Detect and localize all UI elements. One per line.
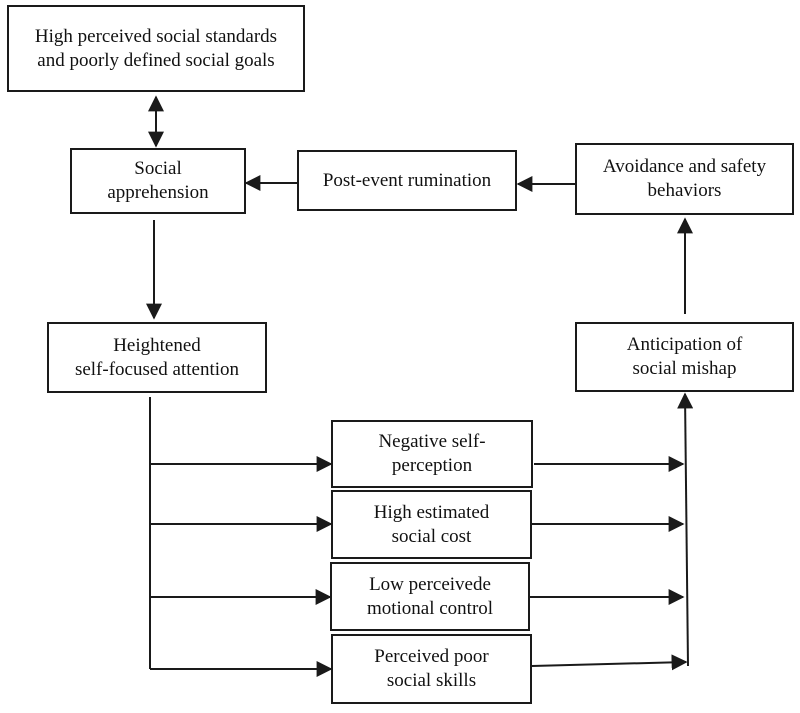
node-social-skills-label: Perceived poor social skills — [374, 646, 489, 691]
node-social-skills: Perceived poor social skills — [331, 634, 532, 704]
node-rumination: Post-event rumination — [297, 150, 517, 211]
node-rumination-label: Post-event rumination — [322, 169, 492, 191]
node-self-perception: Negative self- perception — [331, 420, 533, 488]
node-anticipation: Anticipation of social mishap — [575, 322, 794, 392]
node-emotional-control-label: Low perceivede motional control — [366, 573, 494, 619]
node-attention: Heightened self-focused attention — [47, 322, 267, 393]
node-emotional-control: Low perceivede motional control — [330, 562, 530, 631]
node-standards: High perceived social standards and poor… — [7, 5, 305, 92]
node-social-cost: High estimated social cost — [331, 490, 532, 559]
node-anticipation-label: Anticipation of social mishap — [626, 334, 743, 379]
arrow-social-skills-trunk — [531, 654, 688, 671]
arrow-right-trunk-anticipation — [677, 392, 694, 667]
node-avoidance: Avoidance and safety behaviors — [575, 143, 794, 215]
node-social-cost-label: High estimated social cost — [373, 501, 490, 547]
node-standards-label: High perceived social standards and poor… — [34, 25, 278, 71]
node-attention-label: Heightened self-focused attention — [74, 334, 240, 380]
node-self-perception-label: Negative self- perception — [378, 431, 486, 476]
node-avoidance-label: Avoidance and safety behaviors — [602, 156, 767, 201]
node-apprehension-label: Social apprehension — [107, 158, 209, 203]
node-apprehension: Social apprehension — [70, 148, 246, 214]
